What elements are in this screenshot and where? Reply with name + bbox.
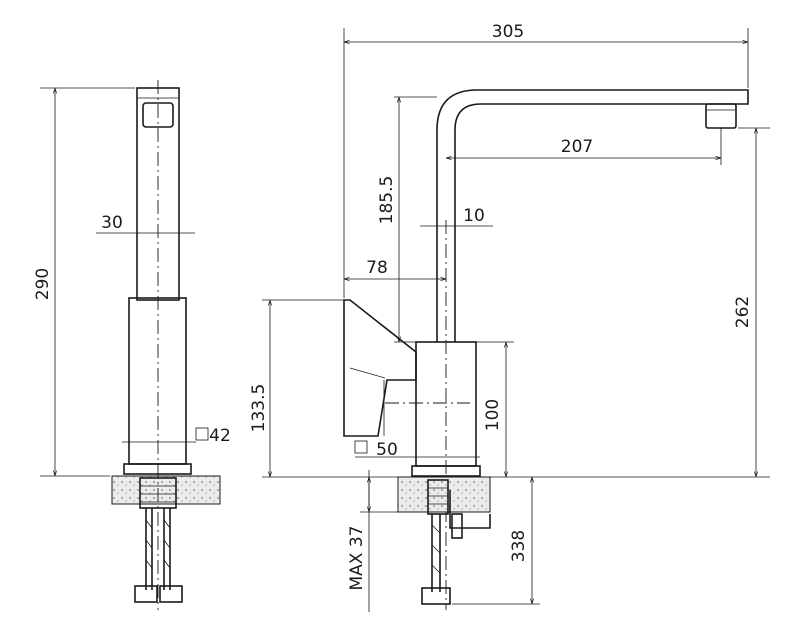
dim-spout-diameter: 10 [463, 206, 485, 226]
side-body [128, 297, 187, 465]
side-view: 290 30 42 [33, 80, 231, 610]
dim-base-size: 50 [376, 440, 398, 460]
dim-spout-reach: 207 [561, 137, 593, 157]
dim-body-size: 42 [209, 426, 231, 446]
dim-overall-reach: 305 [492, 22, 524, 42]
side-hoses [145, 508, 171, 590]
side-aerator [142, 102, 174, 128]
front-aerator [705, 103, 737, 129]
dim-handle-offset: 78 [366, 258, 388, 278]
dim-spout-width: 30 [101, 213, 123, 233]
front-lever [343, 299, 417, 437]
side-hose-nut-right [159, 585, 183, 603]
dim-handle-height: 133.5 [249, 384, 269, 433]
dim-body-height: 100 [483, 399, 503, 431]
dim-overall-height-left: 290 [33, 268, 53, 300]
front-bracket [449, 490, 491, 529]
side-hose-nut-left [134, 585, 158, 603]
front-view: 305 207 185.5 10 78 262 100 133.5 50 [249, 22, 770, 612]
front-hose-nut [421, 587, 451, 605]
dim-max-countertop: MAX 37 [347, 526, 367, 591]
front-mounting-stud [427, 479, 449, 515]
side-base-plate [123, 463, 192, 475]
front-spout [436, 89, 749, 342]
dim-spout-height: 185.5 [377, 176, 397, 225]
front-fixing-bolt [451, 513, 463, 539]
dim-hose-length: 338 [509, 530, 529, 562]
dim-overall-height-right: 262 [733, 296, 753, 328]
